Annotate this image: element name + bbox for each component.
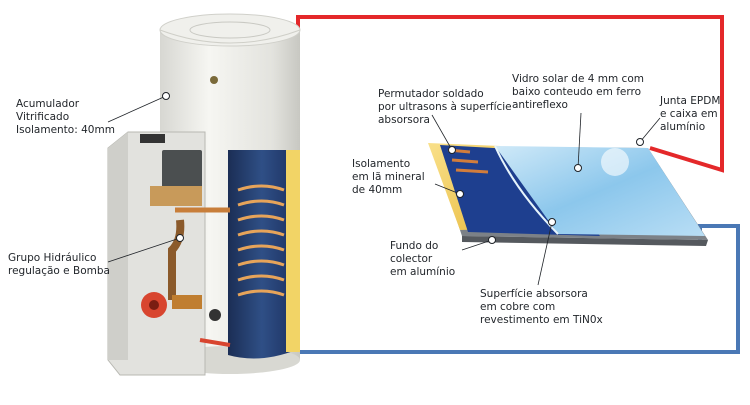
- callout-dot: [176, 234, 184, 242]
- label-vidro-solar: Vidro solar de 4 mm com baixo conteudo e…: [512, 73, 644, 111]
- label-isolamento: Isolamento em lã mineral de 40mm: [352, 158, 425, 196]
- callout-dot: [456, 190, 464, 198]
- label-permutador: Permutador soldado por ultrasons à super…: [378, 88, 512, 126]
- callout-dot: [574, 164, 582, 172]
- callout-dot: [548, 218, 556, 226]
- label-junta-epdm: Junta EPDM e caixa em alumínio: [660, 95, 721, 133]
- callout-dot: [162, 92, 170, 100]
- solar-collector: [428, 143, 708, 246]
- hydraulic-module: [107, 131, 231, 376]
- label-fundo-colector: Fundo do colector em alumínio: [390, 240, 456, 278]
- label-grupo-hidraulico: Grupo Hidráulico regulação e Bomba: [8, 252, 110, 277]
- label-acumulador: Acumulador Vitrificado Isolamento: 40mm: [16, 98, 115, 136]
- callout-dot: [448, 146, 456, 154]
- callout-dot: [636, 138, 644, 146]
- label-superficie-absorsora: Superfície absorsora em cobre com revest…: [480, 288, 603, 326]
- callout-dot: [488, 236, 496, 244]
